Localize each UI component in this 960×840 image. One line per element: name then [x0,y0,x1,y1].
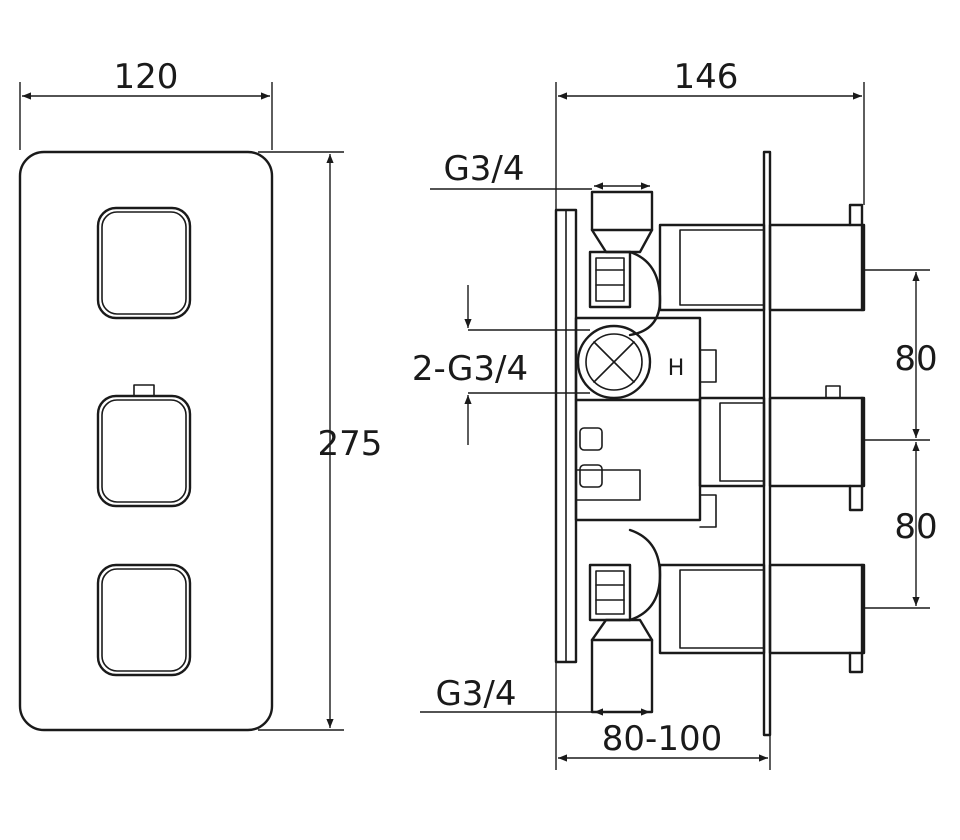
hot-mark: H [668,356,685,381]
cartridge-middle [698,385,866,512]
upper-spacing-label: 80 [894,339,937,379]
front-button-bottom-inner [101,568,187,672]
bottom-inlet-label: G3/4 [435,674,516,714]
cartridge-top [658,203,866,312]
bottom-inlet-fitting [588,528,662,714]
front-button-middle-inner [101,399,187,503]
front-button-top [96,206,192,320]
front-width-label: 120 [114,57,179,97]
side-view: 146 [412,57,938,770]
front-height-label: 275 [318,424,383,464]
outlet-port [576,324,652,400]
cartridge-bottom [658,563,866,674]
front-button-bottom [96,563,192,677]
lower-spacing-label: 80 [894,507,937,547]
side-depth-label: 146 [674,57,739,97]
front-view: 120 275 [18,57,383,732]
middle-outlet-label: 2-G3/4 [412,349,528,389]
top-inlet-fitting [588,190,662,337]
front-button-top-inner [101,211,187,315]
face-plate [18,150,274,732]
top-inlet-label: G3/4 [443,149,524,189]
wall-depth-label: 80-100 [602,719,722,759]
front-button-indicator [133,384,155,397]
front-button-middle [96,394,192,508]
